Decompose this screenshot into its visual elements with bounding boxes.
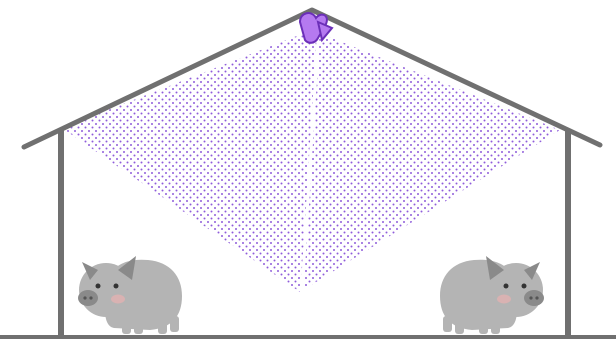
pig-icon-right — [440, 256, 544, 334]
pig-icon-left — [78, 256, 182, 334]
